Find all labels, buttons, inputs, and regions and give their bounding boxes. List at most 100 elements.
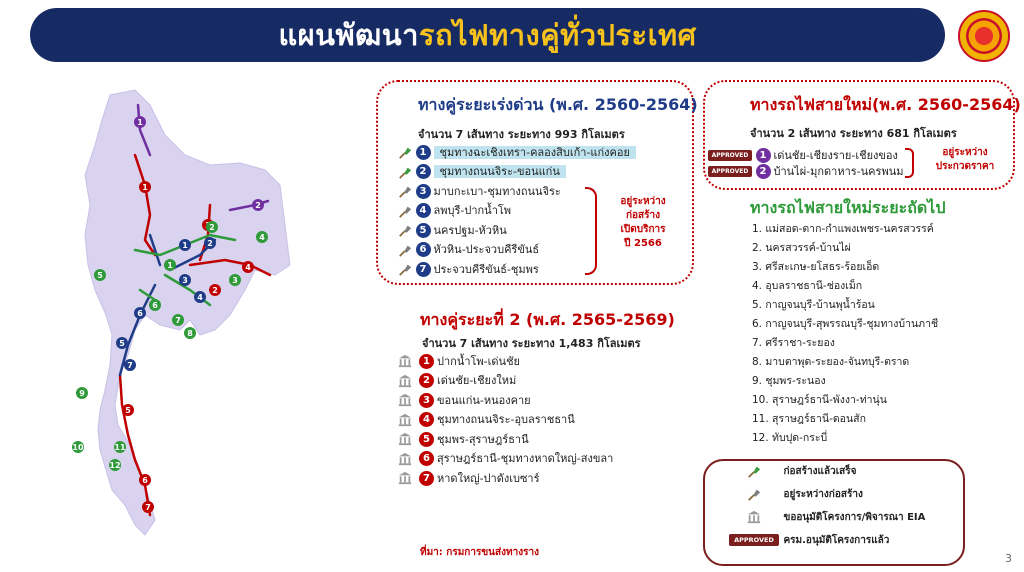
government-building-icon — [398, 471, 412, 485]
shovel-done-icon — [399, 147, 412, 159]
map-marker-label: 12 — [109, 461, 120, 470]
map-marker-red — [122, 404, 134, 416]
urgent-status-note: อยู่ระหว่าง ก่อสร้าง เปิดบริการ ปี 2566 — [603, 195, 683, 251]
route-number-badge: 3 — [419, 392, 434, 408]
map-marker-green — [206, 221, 218, 233]
next-new-lines-list: 1. แม่สอด-ตาก-กำแพงเพชร-นครสวรรค์ 2. นครส… — [752, 220, 1012, 448]
map-marker-label: 6 — [152, 301, 158, 310]
urgent-status-line-4: ปี 2566 — [624, 238, 662, 249]
next-new-line-item: 5. กาญจนบุรี-บ้านพุน้ำร้อน — [752, 299, 875, 311]
map-marker-green — [72, 441, 84, 453]
next-new-line-item: 4. อุบลราชธานี-ช่องเม็ก — [752, 280, 863, 292]
next-new-line-item: 1. แม่สอด-ตาก-กำแพงเพชร-นครสวรรค์ — [752, 223, 934, 235]
map-marker-red — [209, 284, 221, 296]
map-marker-label: 6 — [142, 476, 148, 485]
map-marker-label: 2 — [207, 239, 213, 248]
shovel-building-icon — [399, 225, 412, 237]
route-number-badge: 1 — [419, 353, 434, 369]
map-marker-red — [139, 474, 151, 486]
route-number-badge: 1 — [755, 147, 771, 163]
route-number-badge: 4 — [419, 412, 434, 427]
route-number-badge: 6 — [415, 242, 431, 257]
next-new-line-item: 11. สุราษฎร์ธานี-ดอนสัก — [752, 413, 866, 425]
shovel-done-icon — [399, 167, 412, 179]
approved-badge: APPROVED — [708, 165, 752, 177]
map-marker-label: 7 — [175, 316, 181, 325]
route-number-badge: 1 — [415, 144, 431, 160]
map-marker-blue — [124, 359, 136, 371]
route-name: ประจวบคีรีขันธ์-ชุมพร — [433, 262, 539, 276]
route-name: มาบกะเบา-ชุมทางถนนจิระ — [433, 184, 561, 198]
route-name: นครปฐม-หัวหิน — [433, 223, 507, 237]
map-marker-green — [94, 269, 106, 281]
new-lines-bracket — [905, 148, 914, 178]
map-marker-red — [242, 261, 254, 273]
map-marker-label: 4 — [259, 233, 265, 242]
map-marker-red — [139, 181, 151, 193]
route-name: ชุมพร-สุราษฎร์ธานี — [437, 432, 529, 446]
next-new-line-item: 7. ศรีราชา-ระยอง — [752, 337, 835, 349]
route-number-badge: 7 — [415, 261, 431, 277]
map-marker-label: 9 — [79, 389, 85, 398]
map-marker-blue — [179, 239, 191, 251]
next-new-line-item: 8. มาบตาพุด-ระยอง-จันทบุรี-ตราด — [752, 356, 910, 368]
phase2-heading: ทางคู่ระยะที่ 2 (พ.ศ. 2565-2569) — [420, 310, 675, 329]
legend-label: ขออนุมัติโครงการ/พิจารณา EIA — [783, 512, 926, 523]
page-title: แผนพัฒนารถไฟทางคู่ทั่วประเทศ — [60, 8, 915, 62]
route-number-badge: 2 — [415, 164, 431, 179]
route-red-south — [118, 373, 152, 517]
next-new-line-item: 2. นครสวรรค์-บ้านไผ่ — [752, 242, 851, 254]
map-marker-blue — [134, 307, 146, 319]
government-building-icon — [398, 354, 412, 368]
next-new-lines-heading: ทางรถไฟสายใหม่ระยะถัดไป — [750, 198, 946, 217]
route-red-east — [188, 258, 272, 277]
map-marker-label: 1 — [142, 183, 148, 192]
urgent-status-line-3: เปิดบริการ — [620, 224, 666, 235]
map-marker-label: 2 — [212, 286, 218, 295]
route-name: ปากน้ำโพ-เด่นชัย — [437, 354, 520, 368]
urgent-heading: ทางคู่ระยะเร่งด่วน (พ.ศ. 2560-2564) — [418, 95, 698, 114]
approved-badge: APPROVED — [708, 149, 752, 161]
shovel-building-icon — [399, 206, 412, 218]
urgent-routes-box — [376, 80, 694, 285]
legend-label: ครม.อนุมัติโครงการแล้ว — [783, 535, 890, 546]
next-new-line-item: 6. กาญจนบุรี-สุพรรณบุรี-ชุมทางบ้านภาชี — [752, 318, 939, 330]
new-lines-status-line-2: ประกวดราคา — [935, 161, 995, 172]
map-marker-label: 5 — [125, 406, 131, 415]
new-lines-summary: จำนวน 2 เส้นทาง ระยะทาง 681 กิโลเมตร — [750, 127, 957, 140]
map-marker-label: 2 — [255, 201, 261, 210]
source-note: ที่มา: กรมการขนส่งทางราง — [420, 547, 539, 558]
map-marker-label: 7 — [127, 361, 133, 370]
route-name: หัวหิน-ประจวบคีรีขันธ์ — [433, 243, 540, 256]
route-name: ลพบุรี-ปากน้ำโพ — [433, 204, 512, 217]
map-marker-green — [109, 459, 121, 471]
urgent-status-line-1: อยู่ระหว่าง — [620, 196, 666, 207]
map-marker-blue — [194, 291, 206, 303]
map-marker-green — [114, 441, 126, 453]
shovel-building-icon — [399, 264, 412, 276]
map-marker-blue — [116, 337, 128, 349]
route-name: ขอนแก่น-หนองคาย — [437, 393, 531, 407]
route-blue-north — [148, 233, 162, 267]
map-marker-label: 1 — [182, 241, 188, 250]
map-marker-label: 5 — [119, 339, 125, 348]
map-marker-blue — [179, 274, 191, 286]
map-marker-purple — [134, 116, 146, 128]
urgent-bracket — [585, 187, 597, 275]
title-part1: แผนพัฒนา — [278, 18, 419, 52]
map-marker-green — [149, 299, 161, 311]
shovel-building-icon — [399, 245, 412, 257]
thailand-railway-map: 1212345671234567123456789101112 — [72, 89, 291, 536]
title-part2: รถไฟทางคู่ทั่วประเทศ — [418, 18, 697, 52]
